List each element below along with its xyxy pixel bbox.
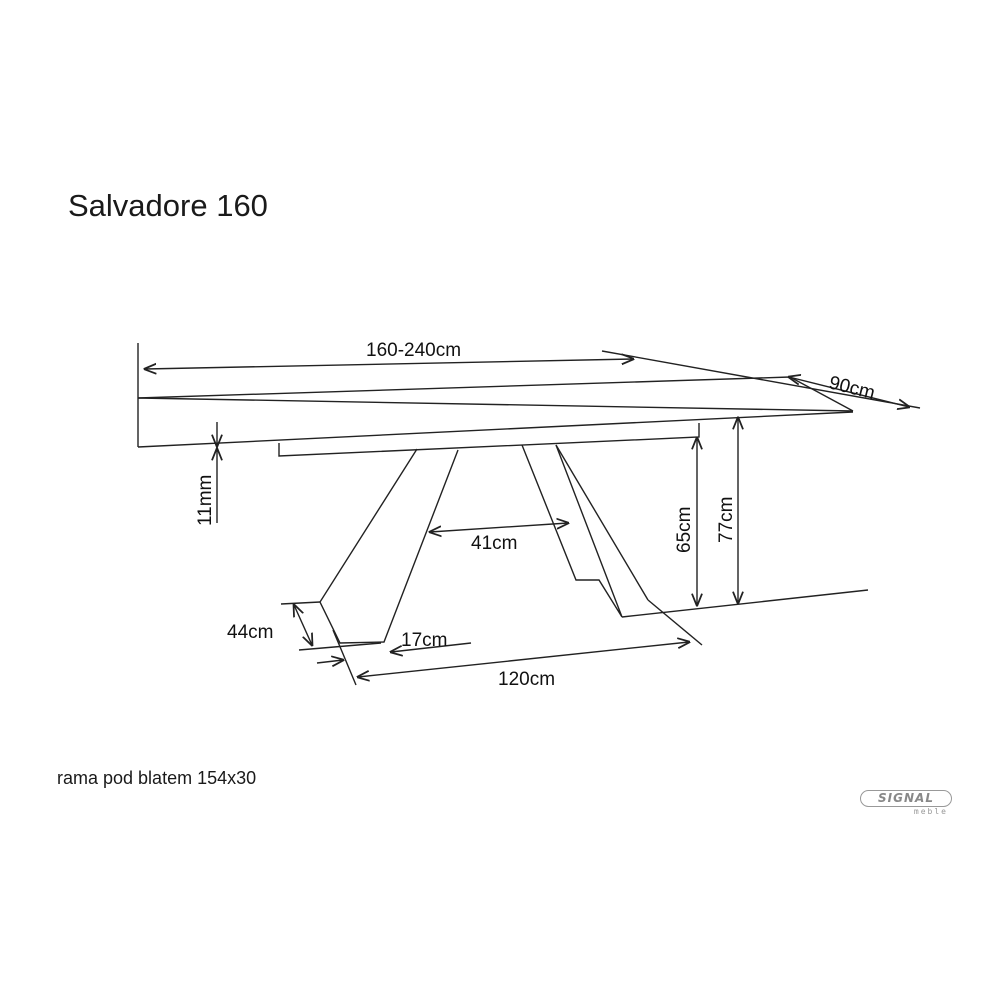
height-label: 77cm — [716, 497, 737, 543]
diagram-title: Salvadore 160 — [68, 188, 268, 223]
floor-line — [621, 589, 869, 618]
foot-width-label: 17cm — [401, 630, 447, 651]
extension-line — [647, 599, 703, 646]
right-leg — [521, 444, 649, 618]
width-label: 90cm — [827, 372, 877, 404]
logo-sub: meble — [913, 807, 948, 816]
base-length-label: 120cm — [498, 669, 555, 690]
leg-gap-arrow — [430, 523, 568, 532]
frame-caption: rama pod blatem 154x30 — [57, 768, 257, 788]
foot-depth-arrow — [294, 605, 312, 645]
apron — [278, 423, 700, 457]
left-leg — [319, 448, 459, 644]
base-length-arrow — [358, 642, 689, 677]
apron-height-label: 65cm — [674, 507, 695, 553]
length-arrow — [145, 359, 633, 369]
tabletop — [137, 343, 854, 448]
leg-gap-label: 41cm — [471, 533, 517, 554]
extension-line — [280, 601, 321, 605]
width-arrow — [789, 377, 909, 407]
logo-brand: SIGNAL — [860, 790, 952, 807]
signal-logo: SIGNAL meble — [860, 790, 952, 816]
foot-depth-label: 44cm — [227, 622, 273, 643]
length-label: 160-240cm — [366, 340, 461, 361]
extension-line — [332, 629, 357, 686]
thickness-label: 11mm — [195, 475, 216, 526]
foot-width-arrow — [316, 660, 343, 663]
